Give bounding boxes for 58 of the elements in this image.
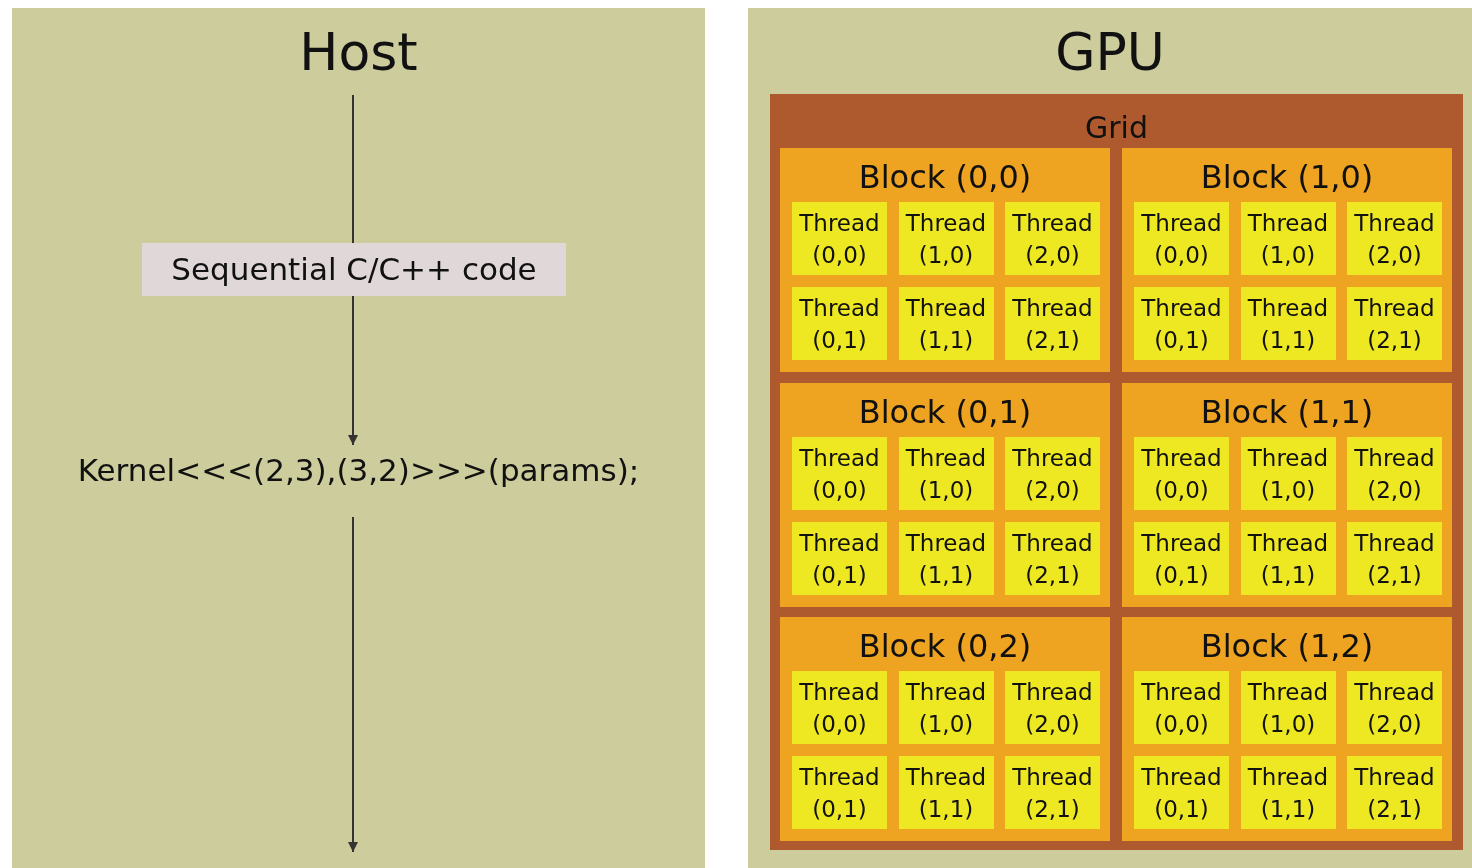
thread-box: Thread (1,1): [1240, 522, 1336, 595]
thread-box: Thread (2,0): [1347, 202, 1442, 275]
thread-box: Thread (2,1): [1347, 756, 1442, 829]
panel-title: Host: [298, 22, 419, 82]
block-title: Block (1,1): [1199, 393, 1375, 431]
block-box: [780, 617, 1110, 841]
host-panel: [12, 8, 705, 868]
block-box: [780, 383, 1110, 607]
thread-box: Thread (1,0): [1240, 202, 1336, 275]
thread-box: Thread (1,0): [1240, 437, 1336, 510]
code-text: Kernel<<<(2,3),(3,2)>>>(params);: [12, 445, 705, 495]
block-box: [1122, 383, 1452, 607]
thread-box: Thread (0,0): [1134, 437, 1229, 510]
thread-box: Thread (0,0): [792, 437, 887, 510]
thread-box: Thread (0,1): [1134, 287, 1229, 360]
thread-box: Thread (1,0): [1240, 671, 1336, 744]
thread-box: Thread (2,1): [1347, 287, 1442, 360]
block-box: [780, 148, 1110, 372]
thread-box: Thread (1,1): [898, 756, 994, 829]
thread-box: Thread (0,0): [1134, 202, 1229, 275]
grid-title: Grid: [1084, 110, 1149, 146]
thread-box: Thread (2,1): [1347, 522, 1442, 595]
block-title: Block (1,0): [1199, 158, 1375, 196]
thread-box: Thread (1,1): [898, 522, 994, 595]
thread-box: Thread (1,0): [898, 437, 994, 510]
thread-box: Thread (2,0): [1347, 437, 1442, 510]
arrow: [348, 516, 358, 853]
thread-box: Thread (2,0): [1347, 671, 1442, 744]
thread-box: Thread (0,1): [792, 287, 887, 360]
thread-box: Thread (2,0): [1005, 202, 1100, 275]
code-box: Sequential C/C++ code: [142, 243, 566, 296]
thread-box: Thread (0,0): [792, 202, 887, 275]
gpu-panel: [748, 8, 1472, 868]
thread-box: Thread (0,1): [792, 522, 887, 595]
grid-box: [770, 94, 1463, 850]
thread-box: Thread (1,1): [1240, 756, 1336, 829]
arrow: [348, 295, 358, 446]
thread-box: Thread (0,1): [1134, 522, 1229, 595]
block-title: Block (0,1): [857, 393, 1033, 431]
thread-box: Thread (1,0): [898, 671, 994, 744]
block-box: [1122, 148, 1452, 372]
block-title: Block (0,2): [857, 627, 1033, 665]
thread-box: Thread (2,0): [1005, 671, 1100, 744]
block-box: [1122, 617, 1452, 841]
thread-box: Thread (0,1): [1134, 756, 1229, 829]
thread-box: Thread (0,0): [792, 671, 887, 744]
thread-box: Thread (2,0): [1005, 437, 1100, 510]
thread-box: Thread (1,0): [898, 202, 994, 275]
block-title: Block (0,0): [857, 158, 1033, 196]
thread-box: Thread (1,1): [1240, 287, 1336, 360]
thread-box: Thread (2,1): [1005, 522, 1100, 595]
thread-box: Thread (0,0): [1134, 671, 1229, 744]
block-title: Block (1,2): [1199, 627, 1375, 665]
panel-title: GPU: [1054, 22, 1166, 82]
thread-box: Thread (0,1): [792, 756, 887, 829]
thread-box: Thread (2,1): [1005, 756, 1100, 829]
thread-box: Thread (2,1): [1005, 287, 1100, 360]
thread-box: Thread (1,1): [898, 287, 994, 360]
